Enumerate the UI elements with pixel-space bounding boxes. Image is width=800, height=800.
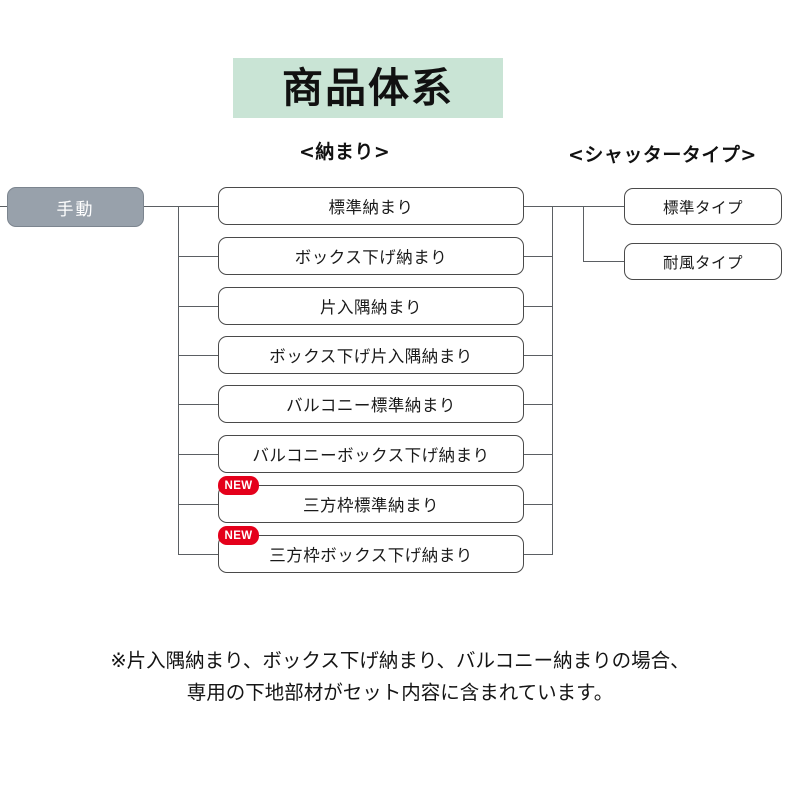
node-shutter-2-label: 耐風タイプ [662, 253, 743, 272]
connector-branch-7 [178, 504, 219, 505]
connector-shutter-branch-2 [583, 261, 625, 262]
connector-branch-4 [178, 355, 219, 356]
connector-branch-6 [178, 454, 219, 455]
connector-out-8 [524, 554, 553, 555]
node-root-manual-label: 手動 [56, 199, 95, 220]
connector-collector-to-shutter [552, 206, 584, 207]
node-shutter-1[interactable]: 標準タイプ [624, 188, 782, 225]
connector-out-4 [524, 355, 553, 356]
connector-out-6 [524, 454, 553, 455]
connector-out-3 [524, 306, 553, 307]
node-osamari-8[interactable]: 三方枠ボックス下げ納まり [218, 535, 524, 573]
node-osamari-4[interactable]: ボックス下げ片入隅納まり [218, 336, 524, 374]
connector-branch-2 [178, 256, 219, 257]
node-shutter-2[interactable]: 耐風タイプ [624, 243, 782, 280]
connector-out-2 [524, 256, 553, 257]
new-badge-osamari-8: NEW [218, 526, 259, 545]
connector-shutter-branch-1 [583, 206, 625, 207]
node-osamari-7[interactable]: 三方枠標準納まり [218, 485, 524, 523]
column-header-shutter-type: <シャッタータイプ> [568, 144, 757, 166]
node-osamari-3-label: 片入隅納まり [320, 298, 422, 317]
connector-out-7 [524, 504, 553, 505]
node-osamari-2[interactable]: ボックス下げ納まり [218, 237, 524, 275]
new-badge-osamari-7: NEW [218, 476, 259, 495]
connector-root-inbound [0, 206, 8, 207]
node-osamari-3[interactable]: 片入隅納まり [218, 287, 524, 325]
column-header-osamari: <納まり> [299, 141, 391, 163]
connector-branch-1 [178, 206, 219, 207]
node-osamari-1[interactable]: 標準納まり [218, 187, 524, 225]
footnote-line-2: 専用の下地部材がセット内容に含まれています。 [186, 681, 614, 704]
connector-branch-3 [178, 306, 219, 307]
connector-collector-vertical [552, 206, 553, 554]
node-osamari-6-label: バルコニーボックス下げ納まり [252, 446, 490, 465]
footnote-line-1: ※片入隅納まり、ボックス下げ納まり、バルコニー納まりの場合、 [110, 649, 690, 672]
connector-out-5 [524, 404, 553, 405]
connector-branch-8 [178, 554, 219, 555]
page-title: 商品体系 [282, 63, 454, 112]
node-osamari-6[interactable]: バルコニーボックス下げ納まり [218, 435, 524, 473]
node-root-manual[interactable]: 手動 [7, 187, 144, 227]
node-shutter-1-label: 標準タイプ [662, 198, 743, 217]
connector-shutter-trunk-vertical [583, 206, 584, 262]
node-osamari-5-label: バルコニー標準納まり [286, 396, 456, 415]
node-osamari-5[interactable]: バルコニー標準納まり [218, 385, 524, 423]
new-badge-osamari-8-label: NEW [224, 529, 253, 542]
connector-branch-5 [178, 404, 219, 405]
node-osamari-8-label: 三方枠ボックス下げ納まり [269, 546, 473, 565]
node-osamari-7-label: 三方枠標準納まり [303, 496, 439, 515]
page-title-band: 商品体系 [233, 58, 503, 118]
connector-out-1 [524, 206, 553, 207]
node-osamari-2-label: ボックス下げ納まり [294, 248, 448, 267]
connector-trunk-vertical [178, 206, 179, 554]
footnote: ※片入隅納まり、ボックス下げ納まり、バルコニー納まりの場合、 専用の下地部材がセ… [0, 645, 800, 709]
node-osamari-1-label: 標準納まり [328, 198, 414, 217]
new-badge-osamari-7-label: NEW [224, 479, 253, 492]
node-osamari-4-label: ボックス下げ片入隅納まり [269, 347, 473, 366]
connector-root-to-trunk [144, 206, 179, 207]
